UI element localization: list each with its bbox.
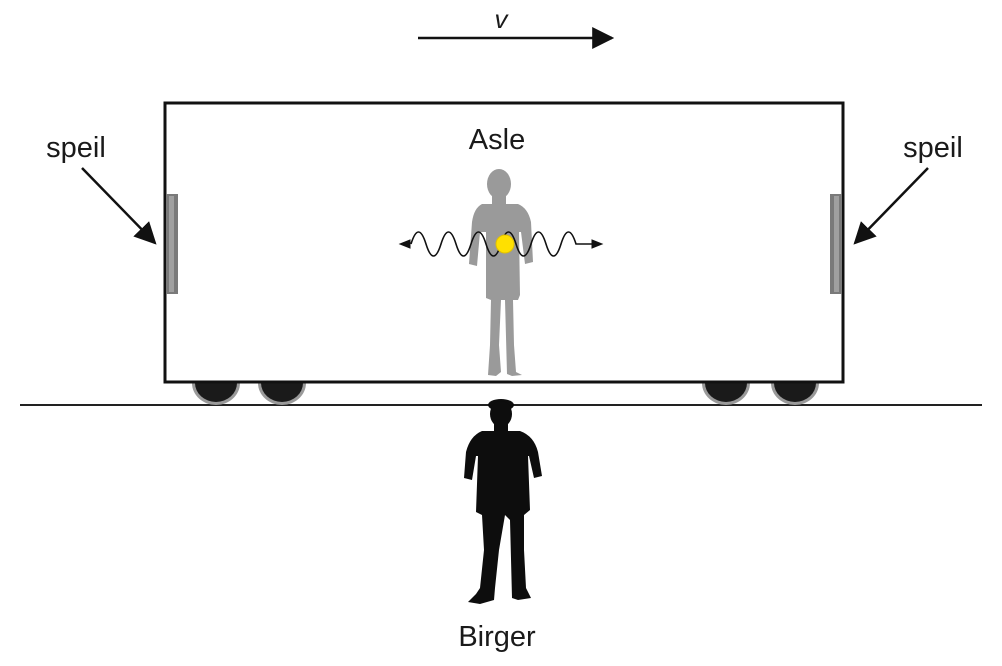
sine-wave-icon bbox=[410, 231, 596, 257]
pointer-arrow-left-icon bbox=[81, 167, 157, 245]
velocity-label: v bbox=[495, 4, 510, 34]
mirror-label-right: speil bbox=[903, 132, 963, 164]
mirror-label-left: speil bbox=[46, 132, 106, 164]
wheel bbox=[702, 383, 750, 405]
velocity-indicator: v bbox=[418, 4, 615, 49]
train-wheels bbox=[192, 383, 819, 405]
observer-outside-silhouette bbox=[464, 399, 542, 604]
observer-outside-label: Birger bbox=[458, 621, 536, 653]
light-source-dot bbox=[495, 234, 515, 254]
wheel bbox=[192, 383, 240, 405]
mirror-right-highlight bbox=[834, 196, 839, 292]
mirror-left-highlight bbox=[169, 196, 174, 292]
observer-inside-label: Asle bbox=[469, 124, 525, 156]
wheel bbox=[771, 383, 819, 405]
pointer-arrow-right-icon bbox=[853, 167, 929, 245]
wheel bbox=[258, 383, 306, 405]
